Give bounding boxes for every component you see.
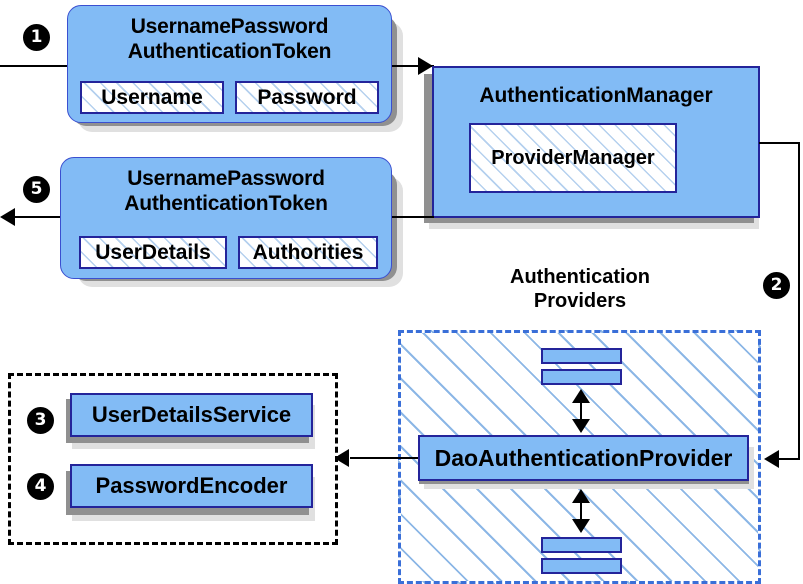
arrow-to-dao-provider <box>764 450 779 468</box>
connector-vertical-bottom <box>580 496 582 525</box>
connector-vertical-top <box>580 396 582 425</box>
response-token-field-authorities[interactable]: Authorities <box>238 236 378 269</box>
providers-region-title: Authentication Providers <box>455 265 705 313</box>
request-token-field-username[interactable]: Username <box>80 81 224 114</box>
authentication-manager-title: AuthenticationManager <box>479 84 713 107</box>
response-token-title: UsernamePassword AuthenticationToken <box>61 166 391 216</box>
arrow-down-top <box>572 419 590 433</box>
response-token-title-line2: AuthenticationToken <box>124 192 328 215</box>
connector-right-vertical <box>798 142 800 460</box>
connector-token-to-manager <box>392 65 434 67</box>
connector-manager-right <box>759 142 800 144</box>
arrow-response-out <box>0 208 15 226</box>
request-token-title-line2: AuthenticationToken <box>127 40 332 63</box>
connector-request-in <box>0 65 70 67</box>
request-token-box[interactable]: UsernamePassword AuthenticationToken Use… <box>67 5 392 123</box>
connector-response-out <box>15 216 72 218</box>
badge-1: 1 <box>23 24 50 51</box>
providers-title-line2: Providers <box>533 290 627 312</box>
provider-manager-box[interactable]: ProviderManager <box>469 123 677 193</box>
other-provider-bar-bottom-1[interactable] <box>541 537 622 553</box>
connector-right-to-provider <box>779 458 800 460</box>
other-provider-bar-top-1[interactable] <box>541 348 622 364</box>
request-token-field-password[interactable]: Password <box>235 81 379 114</box>
other-provider-bar-bottom-2[interactable] <box>541 558 622 574</box>
arrow-token-to-manager <box>418 57 433 75</box>
request-token-title-line1: UsernamePassword <box>130 15 329 38</box>
providers-title-line1: Authentication <box>510 266 650 288</box>
connector-provider-to-collaborators <box>350 457 418 459</box>
badge-5: 5 <box>23 176 50 203</box>
connector-manager-to-response <box>392 216 434 218</box>
badge-2: 2 <box>763 272 790 299</box>
user-details-service-box[interactable]: UserDetailsService <box>70 393 313 437</box>
request-token-title: UsernamePassword AuthenticationToken <box>68 14 391 64</box>
response-token-title-line1: UsernamePassword <box>127 167 325 190</box>
response-token-field-userdetails[interactable]: UserDetails <box>79 236 227 269</box>
password-encoder-box[interactable]: PasswordEncoder <box>70 464 313 508</box>
authentication-manager-box[interactable]: AuthenticationManager ProviderManager <box>432 66 760 218</box>
dao-authentication-provider-box[interactable]: DaoAuthenticationProvider <box>418 435 749 481</box>
other-provider-bar-top-2[interactable] <box>541 369 622 385</box>
response-token-box[interactable]: UsernamePassword AuthenticationToken Use… <box>60 157 392 279</box>
arrow-down-bottom <box>572 519 590 533</box>
